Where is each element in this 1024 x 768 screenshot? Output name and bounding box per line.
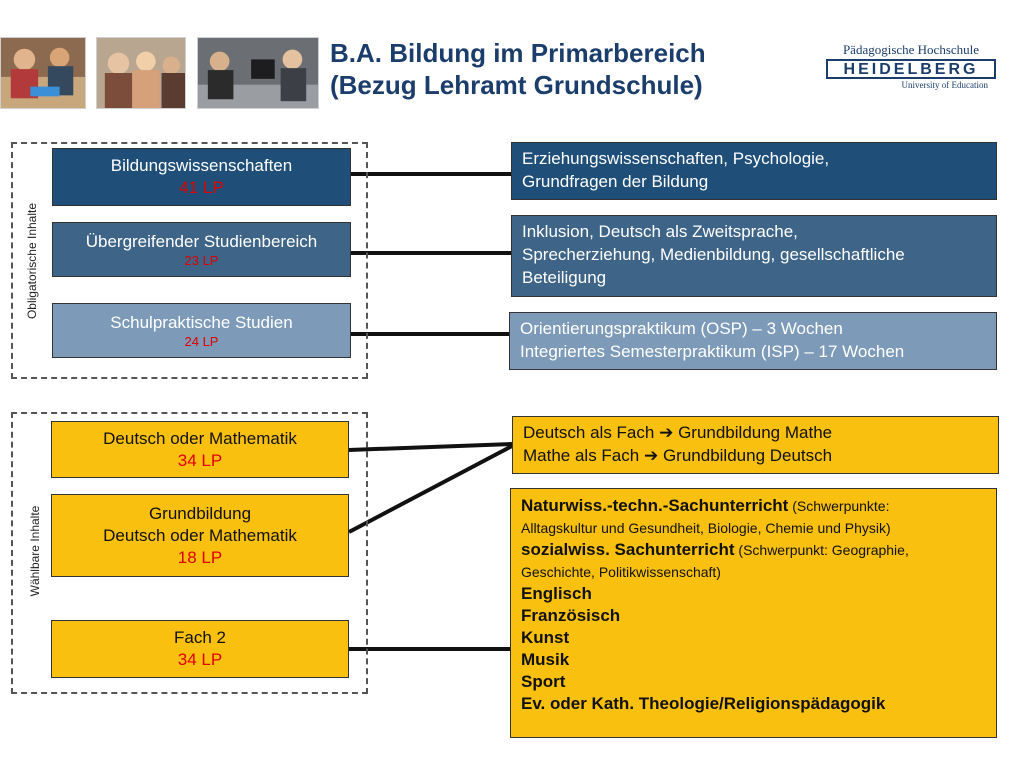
logo-line-2: HEIDELBERG <box>826 59 996 79</box>
right-arrow-icon: ➔ <box>643 446 659 465</box>
title-line-1: B.A. Bildung im Primarbereich <box>330 38 706 68</box>
box-bildungswissenschaften: Bildungswissenschaften 41 LP <box>52 148 351 206</box>
fach2-englisch: Englisch <box>521 584 592 603</box>
desc-fach2-list: Naturwiss.-techn.-Sachunterricht (Schwer… <box>510 488 997 738</box>
desc-fach-grundbildung-mathe: Grundbildung Mathe <box>678 423 833 442</box>
box-bildungswissenschaften-lp: 41 LP <box>179 178 224 197</box>
desc-uebergreifend-line2: Sprecherziehung, Medienbildung, gesellsc… <box>522 245 905 264</box>
desc-uebergreifend-line3: Beteiligung <box>522 268 607 287</box>
desc-fach-mathe: Mathe als Fach <box>523 446 640 465</box>
box-deutsch-mathe-label: Deutsch oder Mathematik <box>103 428 297 448</box>
fach2-musik: Musik <box>521 650 570 669</box>
box-uebergreifend-label: Übergreifender Studienbereich <box>85 231 318 251</box>
fach2-sozial: sozialwiss. Sachunterricht (Schwerpunkt:… <box>521 539 986 561</box>
page-title: B.A. Bildung im Primarbereich (Bezug Leh… <box>330 37 790 101</box>
box-grundbildung-line2: Deutsch oder Mathematik <box>103 525 297 545</box>
box-grundbildung-lp: 18 LP <box>177 547 223 567</box>
box-grundbildung-line1: Grundbildung <box>148 503 252 523</box>
fach2-naturwiss-title: Naturwiss.-techn.-Sachunterricht <box>521 496 789 515</box>
desc-bildung-line1: Erziehungswissenschaften, Psychologie, <box>522 149 830 168</box>
obligatory-group-label: Obligatorische Inhalte <box>25 202 39 320</box>
title-line-2: (Bezug Lehramt Grundschule) <box>330 70 703 100</box>
desc-fach-line1: Deutsch als Fach ➔ Grundbildung Mathe <box>523 421 988 444</box>
connector-deutsch-mathe <box>348 442 513 452</box>
university-logo: Pädagogische Hochschule HEIDELBERG Unive… <box>826 42 996 98</box>
box-uebergreifend-lp: 23 LP <box>184 252 219 268</box>
desc-bildungswissenschaften: Erziehungswissenschaften, Psychologie, G… <box>511 142 997 200</box>
box-deutsch-oder-mathematik: Deutsch oder Mathematik 34 LP <box>51 421 349 478</box>
desc-bildung-line2: Grundfragen der Bildung <box>522 172 709 191</box>
fach2-naturwiss: Naturwiss.-techn.-Sachunterricht (Schwer… <box>521 495 986 517</box>
desc-fach: Deutsch als Fach ➔ Grundbildung Mathe Ma… <box>512 416 999 474</box>
obligatory-group <box>11 142 368 379</box>
desc-schulpraktische-studien: Orientierungspraktikum (OSP) – 3 Wochen … <box>509 312 997 370</box>
desc-fach-grundbildung-deutsch: Grundbildung Deutsch <box>662 446 833 465</box>
fach2-kunst: Kunst <box>521 628 570 647</box>
elective-group <box>11 412 368 694</box>
fach2-franzoesisch: Französisch <box>521 606 621 625</box>
desc-fach-line2: Mathe als Fach ➔ Grundbildung Deutsch <box>523 444 988 467</box>
header-photo-students-class <box>96 37 186 109</box>
box-schulpraxis-label: Schulpraktische Studien <box>110 312 293 332</box>
fach2-sport: Sport <box>521 672 566 691</box>
desc-fach-deutsch: Deutsch als Fach <box>523 423 655 442</box>
box-bildungswissenschaften-label: Bildungswissenschaften <box>110 156 293 175</box>
fach2-naturwiss-line2: Alltagskultur und Gesundheit, Biologie, … <box>521 520 891 536</box>
fach2-theologie: Ev. oder Kath. Theologie/Religionspädago… <box>521 694 886 713</box>
desc-uebergreifend-line1: Inklusion, Deutsch als Zweitsprache, <box>522 222 798 241</box>
box-deutsch-mathe-lp: 34 LP <box>177 450 223 470</box>
box-schulpraktische-studien: Schulpraktische Studien 24 LP <box>52 303 351 358</box>
header-photo-students-table <box>0 37 86 109</box>
box-fach2-lp: 34 LP <box>177 650 223 669</box>
fach2-sozial-line2: Geschichte, Politikwissenschaft) <box>521 564 721 580</box>
connector-grundbildung <box>348 444 513 534</box>
desc-praxis-line2: Integriertes Semesterpraktikum (ISP) – 1… <box>520 342 905 361</box>
right-arrow-icon: ➔ <box>659 423 674 442</box>
fach2-sozial-title: sozialwiss. Sachunterricht <box>521 540 735 559</box>
logo-line-1: Pädagogische Hochschule <box>842 42 980 57</box>
box-fach-2: Fach 2 34 LP <box>51 620 349 678</box>
box-uebergreifender-studienbereich: Übergreifender Studienbereich 23 LP <box>52 222 351 277</box>
box-schulpraxis-lp: 24 LP <box>184 333 219 349</box>
fach2-sozial-rest: (Schwerpunkt: Geographie, <box>734 542 909 558</box>
fach2-naturwiss-rest: (Schwerpunkte: <box>788 498 890 514</box>
desc-praxis-line1: Orientierungspraktikum (OSP) – 3 Wochen <box>520 319 843 338</box>
desc-uebergreifender-studienbereich: Inklusion, Deutsch als Zweitsprache, Spr… <box>511 215 997 297</box>
box-fach2-label: Fach 2 <box>174 628 226 647</box>
elective-group-label: Wählbare Inhalte <box>28 505 42 597</box>
box-grundbildung: Grundbildung Deutsch oder Mathematik 18 … <box>51 494 349 577</box>
header-photo-lecture <box>197 37 319 109</box>
logo-line-3: University of Education <box>901 80 988 90</box>
